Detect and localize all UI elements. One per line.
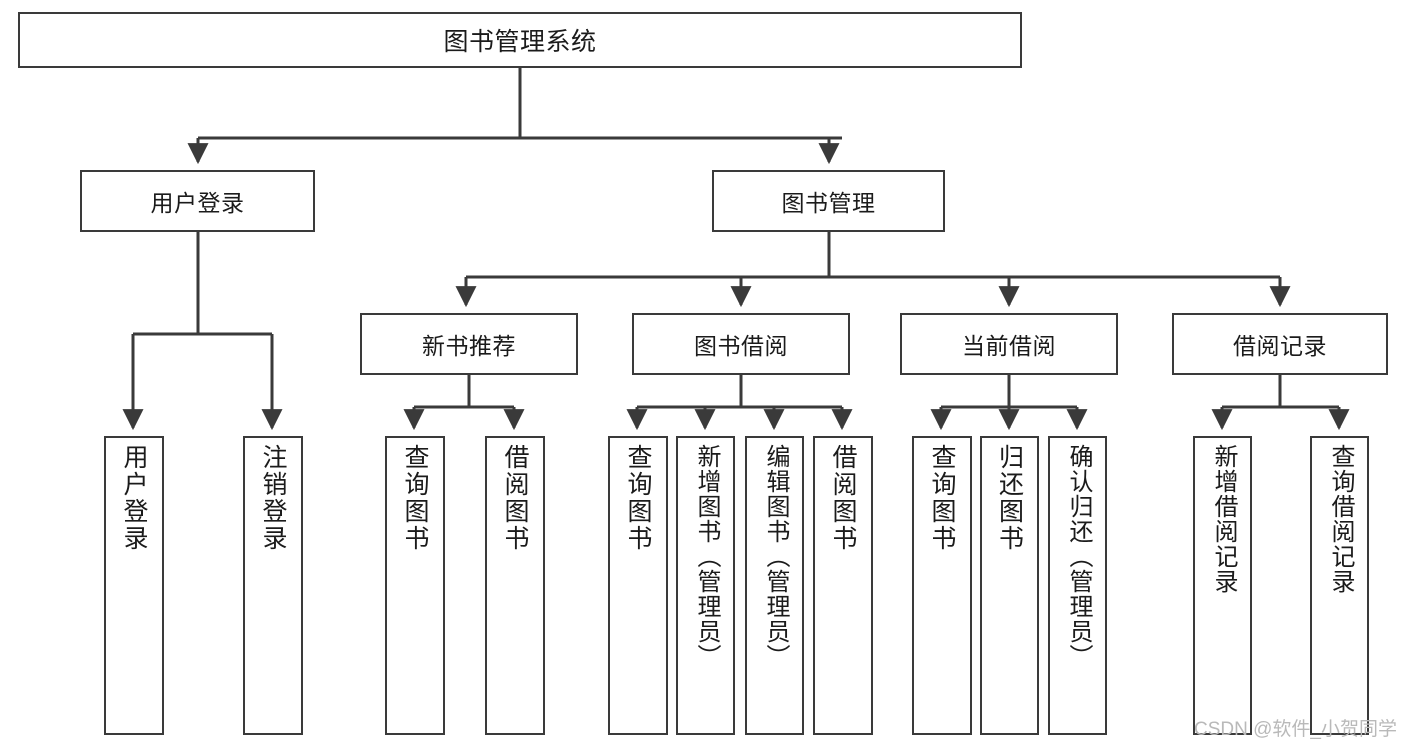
leaf-borrow-query-book-label: 查询图书 [624, 444, 652, 552]
node-borrow-record[interactable]: 借阅记录 [1172, 313, 1388, 375]
node-root-label: 图书管理系统 [443, 28, 597, 56]
leaf-user-logout[interactable]: 注销登录 [243, 436, 303, 735]
watermark: CSDN @软件_小贺同学 [1194, 719, 1397, 740]
leaf-record-add-record-label: 新增借阅记录 [1209, 444, 1237, 594]
leaf-borrow-borrow-book-label: 借阅图书 [829, 444, 857, 552]
leaf-borrow-edit-book-admin-label: 编辑图书（管理员） [761, 444, 789, 669]
node-current-borrow[interactable]: 当前借阅 [900, 313, 1118, 375]
node-current-borrow-label: 当前借阅 [962, 333, 1056, 359]
leaf-user-login[interactable]: 用户登录 [104, 436, 164, 735]
leaf-user-login-label: 用户登录 [120, 444, 148, 552]
leaf-current-query-book-label: 查询图书 [928, 444, 956, 552]
node-root[interactable]: 图书管理系统 [18, 12, 1022, 68]
leaf-record-query-record-label: 查询借阅记录 [1326, 444, 1354, 594]
node-book-borrow-label: 图书借阅 [694, 333, 788, 359]
node-new-book-recommend-label: 新书推荐 [422, 333, 516, 359]
leaf-current-return-book[interactable]: 归还图书 [980, 436, 1039, 735]
node-new-book-recommend[interactable]: 新书推荐 [360, 313, 578, 375]
leaf-current-confirm-return-admin[interactable]: 确认归还（管理员） [1048, 436, 1107, 735]
node-borrow-record-label: 借阅记录 [1233, 333, 1327, 359]
leaf-newbook-borrow-book-label: 借阅图书 [501, 444, 529, 552]
leaf-borrow-borrow-book[interactable]: 借阅图书 [813, 436, 873, 735]
leaf-newbook-query-book[interactable]: 查询图书 [385, 436, 445, 735]
leaf-user-logout-label: 注销登录 [259, 444, 287, 552]
leaf-borrow-add-book-admin[interactable]: 新增图书（管理员） [676, 436, 735, 735]
node-user-login-label: 用户登录 [150, 190, 245, 216]
leaf-record-add-record[interactable]: 新增借阅记录 [1193, 436, 1252, 735]
leaf-current-confirm-return-admin-label: 确认归还（管理员） [1064, 444, 1092, 669]
leaf-newbook-borrow-book[interactable]: 借阅图书 [485, 436, 545, 735]
node-user-login[interactable]: 用户登录 [80, 170, 315, 232]
leaf-borrow-edit-book-admin[interactable]: 编辑图书（管理员） [745, 436, 804, 735]
leaf-borrow-add-book-admin-label: 新增图书（管理员） [692, 444, 720, 669]
node-book-borrow[interactable]: 图书借阅 [632, 313, 850, 375]
leaf-record-query-record[interactable]: 查询借阅记录 [1310, 436, 1369, 735]
node-book-management[interactable]: 图书管理 [712, 170, 945, 232]
leaf-newbook-query-book-label: 查询图书 [401, 444, 429, 552]
leaf-current-return-book-label: 归还图书 [995, 444, 1024, 552]
leaf-current-query-book[interactable]: 查询图书 [912, 436, 972, 735]
leaf-borrow-query-book[interactable]: 查询图书 [608, 436, 668, 735]
node-book-management-label: 图书管理 [781, 190, 876, 216]
